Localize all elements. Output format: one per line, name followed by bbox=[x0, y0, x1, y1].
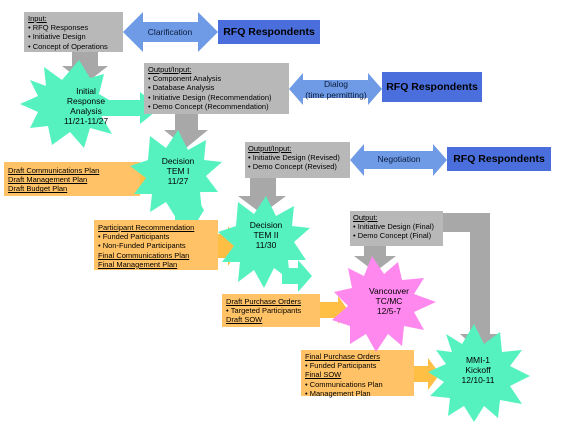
node-line: 12/5-7 bbox=[376, 306, 402, 316]
clarification-arrow bbox=[123, 12, 218, 52]
decision-1-star bbox=[130, 130, 222, 218]
node-line: Decision bbox=[161, 156, 195, 166]
kickoff-label: MMI-1 Kickoff 12/10-11 bbox=[446, 355, 510, 385]
final-purchase-item: Funded Participants bbox=[305, 361, 413, 370]
draft-plans: Draft Communications Plan Draft Manageme… bbox=[8, 166, 140, 194]
initial-analysis-star bbox=[20, 60, 116, 148]
negotiation-label: Negotiation bbox=[377, 154, 421, 164]
node-line: Response bbox=[66, 96, 106, 106]
node-line: MMI-1 bbox=[465, 355, 491, 365]
node-line: TC/MC bbox=[375, 296, 403, 306]
final-purchase-item: Management Plan bbox=[305, 389, 413, 398]
node-line: Decision bbox=[249, 220, 283, 230]
draft-plans-bg bbox=[4, 162, 140, 196]
participant-box: Participant Recommendation Funded Partic… bbox=[98, 223, 218, 269]
participant-item: Non-Funded Participants bbox=[98, 241, 218, 250]
final-plan-item: Final Communications Plan bbox=[98, 250, 190, 260]
input-box: Input: RFQ Responses Initiative Design C… bbox=[28, 14, 124, 51]
final-purchase-item: Communications Plan bbox=[305, 380, 413, 389]
draft-purchase-item: Targeted Participants bbox=[226, 306, 320, 315]
node-line: Analysis bbox=[70, 106, 102, 116]
final-plan-item: Final Management Plan bbox=[98, 259, 178, 269]
dialog-line-2: (time permitting) bbox=[305, 90, 367, 100]
respondents-3: RFQ Respondents bbox=[447, 147, 551, 171]
input-item: RFQ Responses bbox=[28, 23, 124, 32]
node-line: Initial bbox=[76, 86, 96, 96]
draft-plan-item: Draft Management Plan bbox=[8, 175, 88, 185]
green-arrow-3 bbox=[282, 260, 312, 292]
draft-plan-item: Draft Budget Plan bbox=[8, 184, 68, 194]
output-item: Initiative Design (Revised) bbox=[248, 153, 350, 162]
participant-item: Funded Participants bbox=[98, 232, 218, 241]
output-item: Database Analysis bbox=[148, 83, 290, 92]
gray-arrow-4 bbox=[354, 245, 396, 272]
output-item: Initiative Design (Final) bbox=[353, 222, 443, 231]
gray-arrow-3 bbox=[238, 178, 286, 214]
gray-arrow-2 bbox=[164, 114, 208, 148]
node-line: Kickoff bbox=[465, 365, 491, 375]
input-item: Concept of Operations bbox=[28, 42, 124, 51]
orange-arrow-4 bbox=[414, 358, 440, 390]
decision-2-label: Decision TEM II 11/30 bbox=[234, 220, 298, 250]
node-line: 11/21-11/27 bbox=[63, 116, 109, 126]
node-line: 12/10-11 bbox=[461, 375, 495, 385]
draft-purchase-title: Draft Purchase Orders bbox=[226, 297, 302, 306]
draft-purchase: Draft Purchase Orders Targeted Participa… bbox=[226, 297, 320, 325]
decision-1-label: Decision TEM I 11/27 bbox=[146, 156, 210, 186]
clarification-label: Clarification bbox=[147, 27, 193, 37]
output-input-2: Output/Input: Initiative Design (Revised… bbox=[248, 144, 350, 172]
output-item: Demo Concept (Recommendation) bbox=[148, 102, 290, 111]
kickoff-star bbox=[428, 324, 530, 422]
node-line: TEM II bbox=[253, 230, 279, 240]
node-line: Vancouver bbox=[368, 286, 409, 296]
negotiation-arrow bbox=[350, 144, 447, 176]
gray-arrow-1 bbox=[62, 52, 108, 84]
dialog-arrow bbox=[289, 73, 382, 105]
vancouver-star bbox=[332, 256, 436, 352]
participant-title: Participant Recommendation bbox=[98, 223, 195, 232]
output-item: Demo Concept (Final) bbox=[353, 231, 443, 240]
output-final: Output: Initiative Design (Final) Demo C… bbox=[353, 213, 443, 241]
input-item: Initiative Design bbox=[28, 32, 124, 41]
output-input-1: Output/Input: Component Analysis Databas… bbox=[148, 65, 290, 111]
node-line: TEM I bbox=[166, 166, 190, 176]
output-item: Demo Concept (Revised) bbox=[248, 162, 350, 171]
dialog-label: Dialog (time permitting) bbox=[298, 79, 374, 101]
final-purchase: Final Purchase Orders Funded Participant… bbox=[305, 352, 413, 398]
output-final-title: Output: bbox=[353, 213, 378, 222]
output-item: Initiative Design (Recommendation) bbox=[148, 93, 290, 102]
gray-arrow-elbow bbox=[420, 213, 500, 352]
draft-sow: Draft SOW bbox=[226, 315, 263, 325]
output-item: Component Analysis bbox=[148, 74, 290, 83]
node-line: 11/27 bbox=[167, 176, 189, 186]
input-box-title: Input: bbox=[28, 14, 47, 23]
vancouver-label: Vancouver TC/MC 12/5-7 bbox=[354, 286, 424, 316]
final-purchase-title: Final Purchase Orders bbox=[305, 352, 381, 361]
output-input-1-title: Output/Input: bbox=[148, 65, 192, 74]
initial-analysis-label: Initial Response Analysis 11/21-11/27 bbox=[46, 86, 126, 126]
respondents-2: RFQ Respondents bbox=[382, 72, 482, 102]
final-sow: Final SOW bbox=[305, 370, 342, 380]
decision-2-star bbox=[218, 196, 310, 288]
node-line: 11/30 bbox=[255, 240, 277, 250]
output-input-2-title: Output/Input: bbox=[248, 144, 292, 153]
dialog-line-1: Dialog bbox=[323, 79, 349, 89]
respondents-1: RFQ Respondents bbox=[218, 20, 320, 44]
draft-plan-item: Draft Communications Plan bbox=[8, 166, 100, 175]
